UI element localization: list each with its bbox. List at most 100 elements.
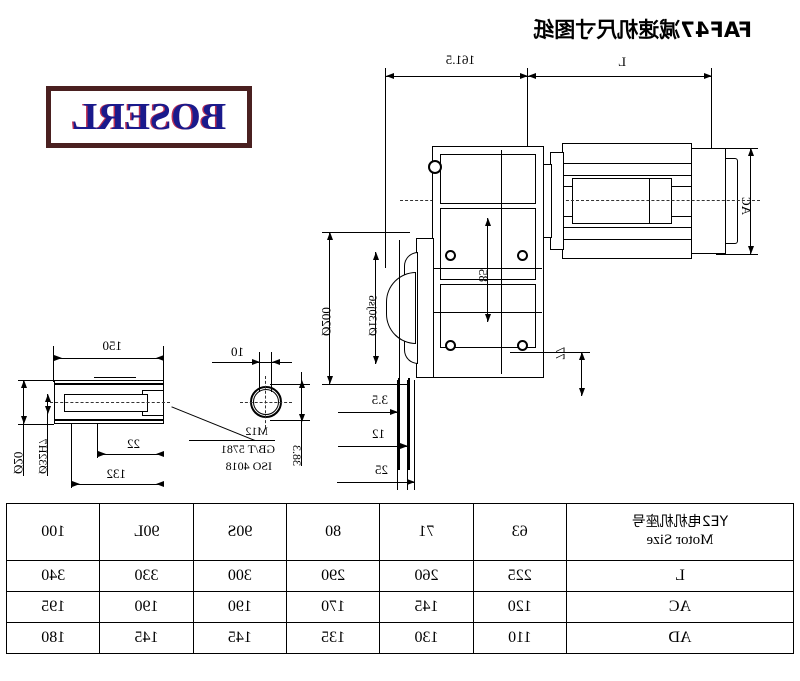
motor-size-table: YE2电机机座号 Motor Size 63 71 80 90S 90L 100…	[6, 503, 794, 654]
dim-arrow-ac-top	[748, 148, 754, 156]
motor-terminal-box	[572, 178, 672, 224]
ext-line-150-left	[163, 346, 164, 382]
output-shaft-ext-right	[398, 378, 400, 470]
hollow-shaft-centre-line	[50, 402, 170, 403]
dim-label-gearbox-length: 161.5	[445, 52, 475, 67]
dim-arrow-77-bottom	[579, 388, 585, 396]
dim-arrow-12	[400, 443, 408, 449]
table-cell-ac-71: 145	[379, 591, 474, 623]
table-cell-ad-90s: 145	[193, 622, 287, 654]
table-header-size-80: 80	[286, 503, 380, 561]
table-row-label-ac: AC	[566, 591, 794, 623]
dim-label-383: 38.3	[290, 445, 304, 466]
hollow-shaft-bore	[64, 394, 148, 412]
table-cell-l-100: 340	[6, 560, 100, 592]
dim-arrow-150-right	[54, 355, 62, 361]
table-cell-ac-90l: 190	[99, 591, 194, 623]
bolt-spec-line-3: ISO 4018	[225, 459, 272, 473]
gearbox-rib-horizontal	[434, 312, 542, 313]
bolt-spec-line-1: M12	[245, 424, 268, 438]
dim-line-132	[72, 484, 164, 485]
dim-label-12: 12	[372, 426, 385, 441]
brand-logo-text: BOSERL	[71, 96, 227, 138]
table-cell-l-71: 260	[379, 560, 474, 592]
gearbox-upper-chamber	[440, 154, 536, 204]
gearbox-bolt-boss-1	[517, 250, 528, 261]
table-row-ac: AC 120 145 170 190 190 195	[6, 591, 794, 623]
table-header-label-en: Motor Size	[646, 532, 714, 549]
output-flange-bore	[386, 272, 416, 344]
hollow-shaft-hatch-bottom	[54, 419, 164, 421]
dim-label-32: Ø32H7	[36, 438, 50, 474]
brand-logo: BOSERL	[46, 86, 252, 148]
dim-label-20: Ø20	[11, 451, 26, 474]
table-cell-ad-100: 180	[6, 622, 100, 654]
table-header-size-100: 100	[6, 503, 100, 561]
dim-arrow-32-top	[45, 394, 51, 402]
dim-label-l: L	[618, 54, 626, 69]
dim-arrow-383-bottom	[299, 414, 305, 422]
dim-arrow-l-right	[528, 73, 536, 79]
motor-end-flange	[550, 152, 564, 250]
dim-arrow-ac-bottom	[748, 246, 754, 254]
table-cell-l-90s: 300	[193, 560, 287, 592]
dim-arrow-20-bottom	[21, 416, 27, 424]
table-cell-ac-80: 170	[286, 591, 380, 623]
gearbox-bolt-boss-2	[445, 250, 456, 261]
dim-arrow-l-left	[704, 73, 712, 79]
dim-arrow-383-top	[299, 380, 305, 388]
dim-arrow-150-left	[156, 355, 164, 361]
table-header-label: YE2电机机座号 Motor Size	[566, 503, 794, 561]
bolt-head-centre-v	[265, 376, 266, 428]
dim-arrow-10-left	[272, 359, 280, 365]
motor-fin-2	[562, 175, 692, 176]
ext-line-150-right	[53, 346, 54, 382]
dim-arrow-25	[407, 479, 415, 485]
ext-line-ac-bottom	[716, 254, 758, 255]
output-flange-neck	[416, 238, 434, 378]
table-header-size-90l: 90L	[99, 503, 194, 561]
dim-arrow-132-left	[156, 481, 164, 487]
drawing-title: FAF47减速机尺寸图纸	[533, 18, 752, 42]
dim-arrow-77-top	[579, 352, 585, 360]
table-cell-ad-71: 130	[379, 622, 474, 654]
ext-line-1615-right	[385, 68, 386, 268]
bolt-head-centre-h	[240, 402, 292, 403]
dim-line-l	[528, 76, 712, 77]
dim-arrow-130-bottom	[373, 356, 379, 364]
dim-line-35	[338, 412, 398, 413]
dim-label-200: Ø200	[319, 307, 334, 336]
dim-line-150	[54, 358, 164, 359]
dim-arrow-32-bottom	[45, 406, 51, 414]
dim-arrow-1615-left	[520, 73, 528, 79]
dim-arrow-85-bottom	[485, 314, 491, 322]
dim-label-150: 150	[102, 338, 123, 353]
ext-line-edge-a	[414, 380, 415, 490]
dim-arrow-130-top	[373, 252, 379, 260]
motor-fin-5	[562, 227, 692, 228]
gearbox-bolt-boss-3	[517, 340, 528, 351]
ext-line-200-top	[322, 232, 410, 233]
table-header-size-71: 71	[379, 503, 474, 561]
table-header-size-90s: 90S	[193, 503, 287, 561]
dim-label-35: 3.5	[371, 392, 388, 407]
gearbox-rib-vertical	[501, 150, 502, 374]
dim-label-130: Ø130js6	[366, 295, 380, 336]
dim-line-22	[98, 454, 164, 455]
table-cell-ac-63: 120	[473, 591, 567, 623]
dim-arrow-200-bottom	[327, 376, 333, 384]
table-cell-ad-63: 110	[473, 622, 567, 654]
motor-fan-housing	[690, 148, 726, 254]
dim-label-10: 10	[231, 344, 244, 359]
dim-arrow-22-left	[156, 451, 164, 457]
table-cell-l-90l: 330	[99, 560, 194, 592]
ext-line-22-right	[97, 424, 98, 458]
ext-line-edge-b	[407, 380, 408, 490]
table-cell-l-80: 290	[286, 560, 380, 592]
table-row-ad: AD 110 130 135 145 145 180	[6, 622, 794, 654]
dim-arrow-1615-right	[386, 73, 394, 79]
dim-label-85: 85	[476, 269, 491, 282]
gearbox-bolt-boss-4	[445, 340, 456, 351]
table-cell-ad-80: 135	[286, 622, 380, 654]
dim-arrow-132-right	[72, 481, 80, 487]
